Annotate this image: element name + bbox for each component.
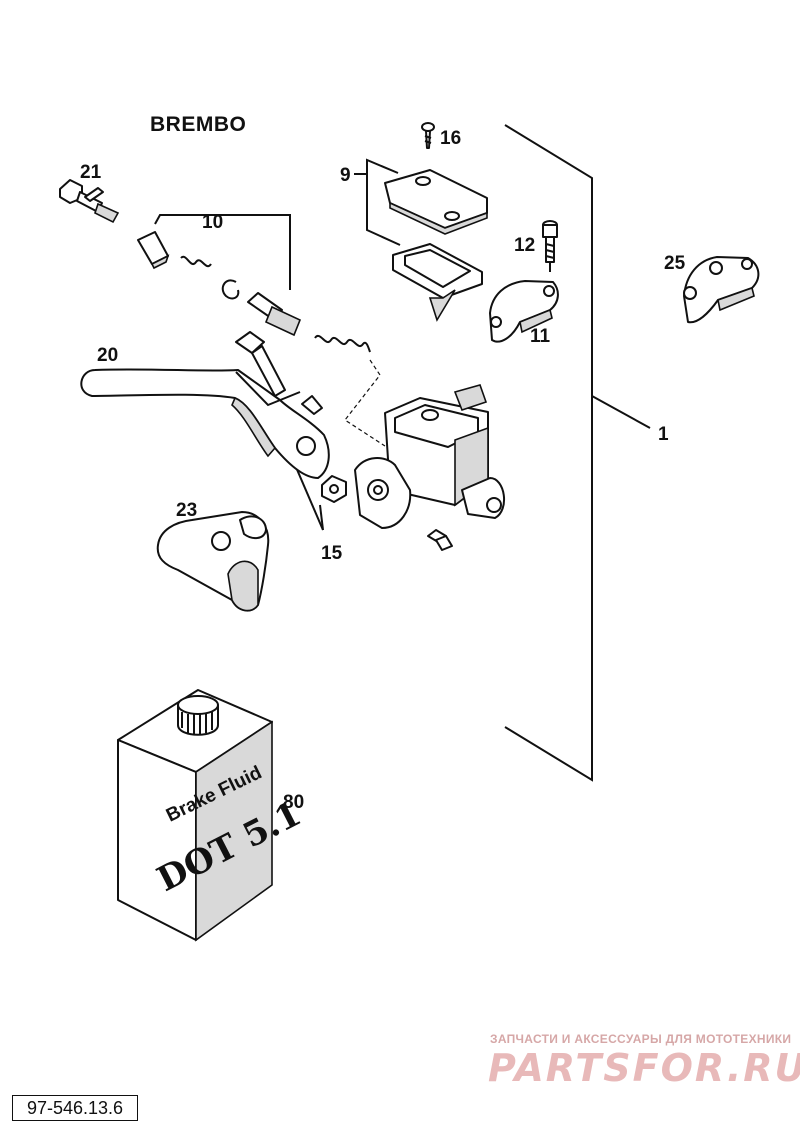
bleed-screw <box>427 529 453 551</box>
part-10-piston-kit <box>137 214 386 447</box>
callout-15: 15 <box>321 543 343 564</box>
callout-21: 21 <box>80 162 102 183</box>
part-12-bolt <box>542 220 558 263</box>
callout-16: 16 <box>440 128 461 149</box>
brand-title: BREMBO <box>150 113 246 136</box>
callout-80: 80 <box>283 792 304 813</box>
watermark-logo: PARTSFOR.RU <box>488 1046 800 1090</box>
part-9-reservoir-cover <box>354 158 488 322</box>
callout-11: 11 <box>530 326 551 347</box>
part-16-screw <box>421 122 435 149</box>
callout-23: 23 <box>176 500 197 521</box>
callout-9: 9 <box>340 165 351 186</box>
part-80-brake-fluid-can: Brake Fluid DOT 5.1 <box>117 689 308 942</box>
part-23-cover <box>156 511 270 612</box>
part-1-master-cylinder-body <box>354 384 506 529</box>
callout-25: 25 <box>664 253 686 274</box>
part-11-clamp <box>489 280 559 343</box>
assembly-bracket <box>504 124 651 782</box>
callout-1: 1 <box>658 424 669 445</box>
callout-10: 10 <box>202 212 223 233</box>
drawing-code: 97-546.13.6 <box>12 1095 138 1121</box>
watermark-tagline: ЗАПЧАСТИ И АКСЕССУАРЫ ДЛЯ МОТОТЕХНИКИ <box>490 1032 792 1046</box>
part-20-brake-lever <box>80 368 330 479</box>
part-25-clamp <box>683 256 760 324</box>
callout-12: 12 <box>514 235 535 256</box>
part-21-adjuster <box>59 179 120 224</box>
callout-20: 20 <box>97 345 118 366</box>
